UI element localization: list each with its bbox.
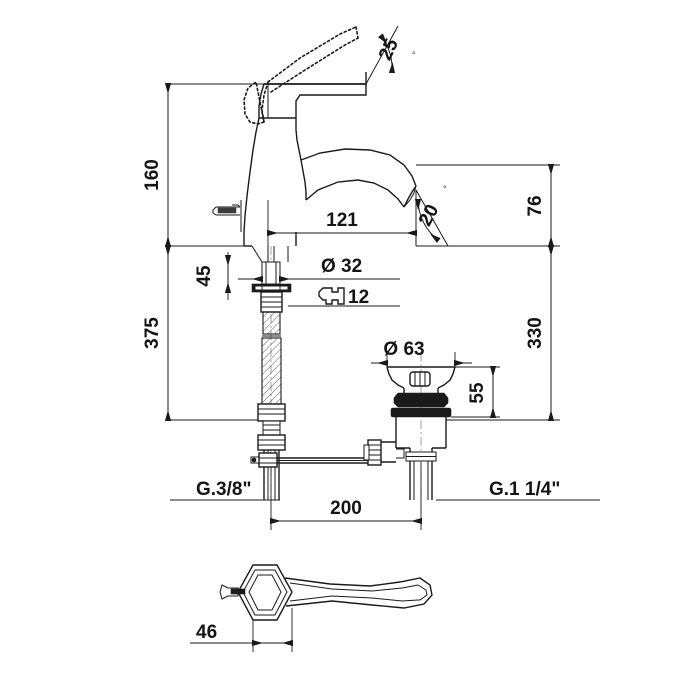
dim-label-375: 375 xyxy=(142,317,163,349)
lever-handle-raised-ghost xyxy=(243,26,359,125)
dimension-dia-32: Ø 32 xyxy=(238,256,400,290)
faucet-column xyxy=(243,117,302,246)
dim-label-20: 20 xyxy=(415,201,443,230)
dimension-55: 55 xyxy=(451,366,500,418)
popup-waste-assembly xyxy=(363,352,456,510)
dim-label-g38: G.3/8" xyxy=(196,479,251,500)
waste-knurled-knob xyxy=(363,439,405,466)
popup-rod-clamp xyxy=(250,452,278,468)
dim-label-dia-32: Ø 32 xyxy=(321,256,362,277)
dimension-angle-25: 25 ° xyxy=(365,25,416,85)
dim-label-45: 45 xyxy=(194,265,215,287)
dimension-121: 121 xyxy=(267,190,417,246)
degree-symbol-25: ° xyxy=(412,50,416,60)
popup-linkage-rod xyxy=(277,457,380,464)
label-waste-thread: G.1 1/4" xyxy=(436,479,600,501)
dimension-dia-63: Ø 63 xyxy=(371,339,472,367)
wrench-size-callout: 12 xyxy=(288,287,400,308)
dim-label-46: 46 xyxy=(196,622,217,643)
dimension-330: 330 xyxy=(446,245,560,421)
dimension-45: 45 xyxy=(194,252,232,300)
dim-label-76: 76 xyxy=(525,195,546,216)
degree-symbol-20: ° xyxy=(443,184,447,194)
dim-label-330: 330 xyxy=(525,317,546,349)
lever-handle xyxy=(258,72,367,119)
faucet-spout xyxy=(300,148,417,208)
dimension-375: 375 xyxy=(142,245,258,421)
dim-label-dia-63: Ø 63 xyxy=(383,339,424,360)
dim-label-121: 121 xyxy=(326,210,358,231)
dim-label-12: 12 xyxy=(348,287,369,308)
dimension-160: 160 xyxy=(142,83,270,247)
side-set-screw xyxy=(212,200,242,232)
dim-label-160: 160 xyxy=(142,159,163,191)
dimension-76: 76 xyxy=(416,164,560,247)
faucet-body-outline xyxy=(212,26,417,263)
dimension-200: 200 xyxy=(270,462,422,530)
dimension-angle-20: 20 ° xyxy=(414,184,449,247)
wrench-icon xyxy=(318,287,345,305)
label-supply-thread: G.3/8" xyxy=(170,479,280,501)
faucet-base xyxy=(244,232,297,263)
dim-label-g114: G.1 1/4" xyxy=(489,479,560,500)
handle-top-view: 46 xyxy=(190,564,433,652)
dim-label-200: 200 xyxy=(330,498,362,519)
dim-label-55: 55 xyxy=(467,382,488,404)
shank-assembly xyxy=(250,246,292,500)
